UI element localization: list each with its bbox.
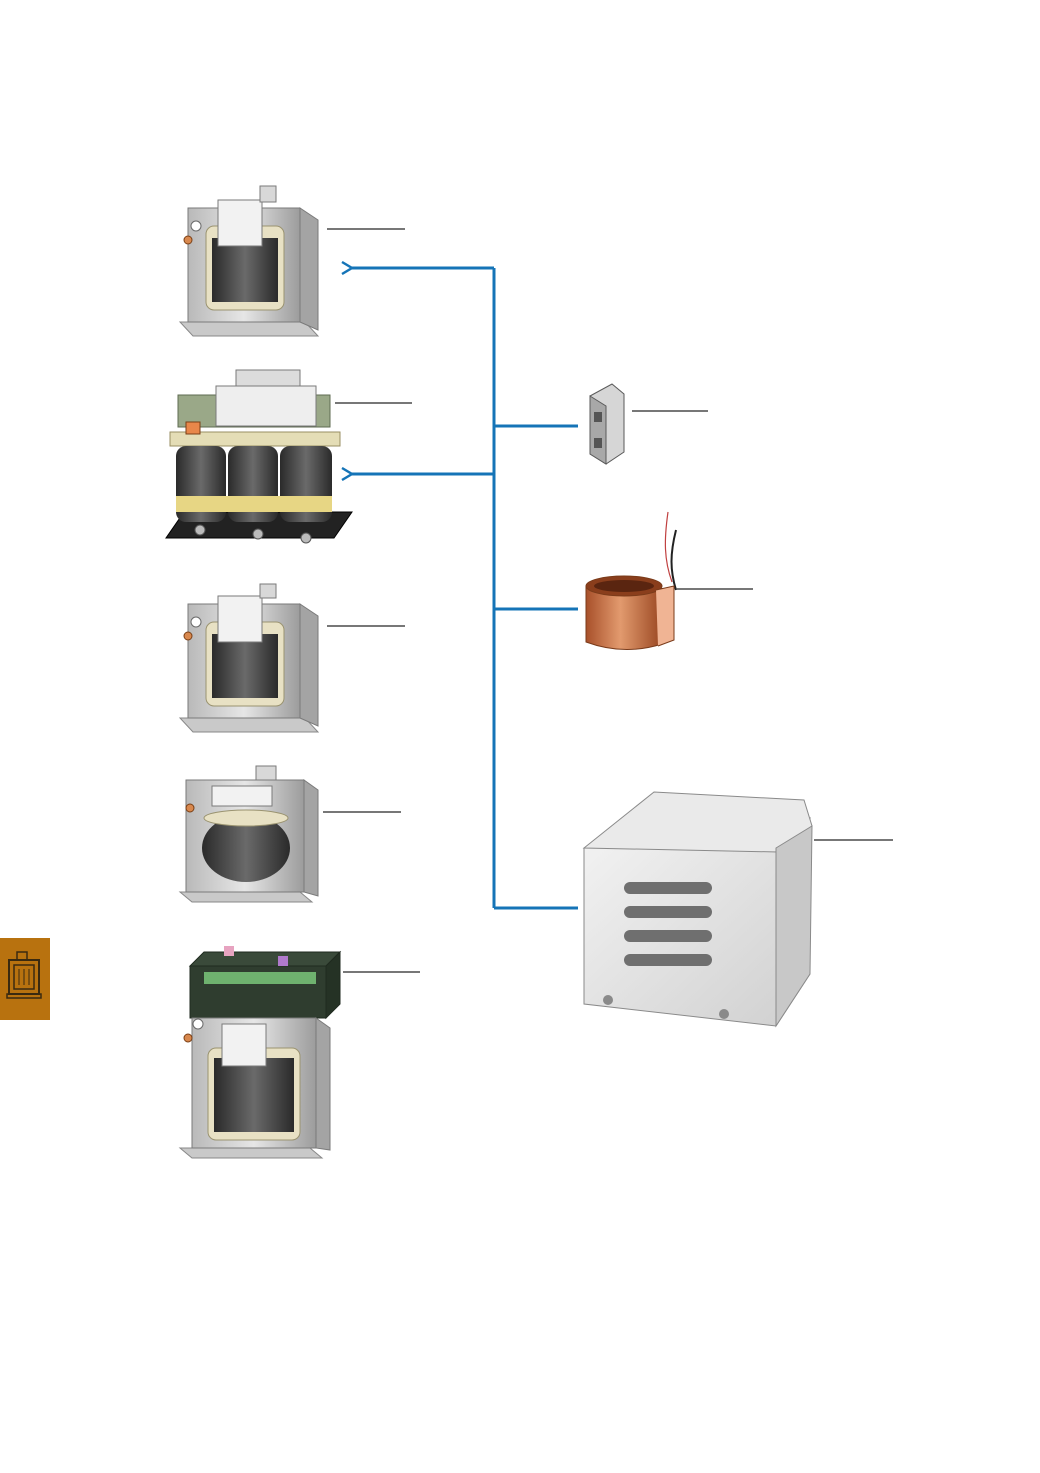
connector-lines [352, 268, 578, 910]
section-tab [0, 938, 50, 1020]
single-phase-transformer-icon [178, 583, 405, 733]
thermal-sensor-coil-icon [585, 511, 753, 651]
din-rail-fuse-holder-icon [589, 383, 708, 465]
protective-enclosure-icon [582, 791, 893, 1028]
transformer-icon [6, 951, 42, 999]
three-phase-transformer-icon [165, 369, 412, 544]
transformer-with-electronics-icon [178, 946, 420, 1159]
single-phase-transformer-icon [178, 185, 405, 337]
control-transformer-icon [178, 765, 401, 903]
